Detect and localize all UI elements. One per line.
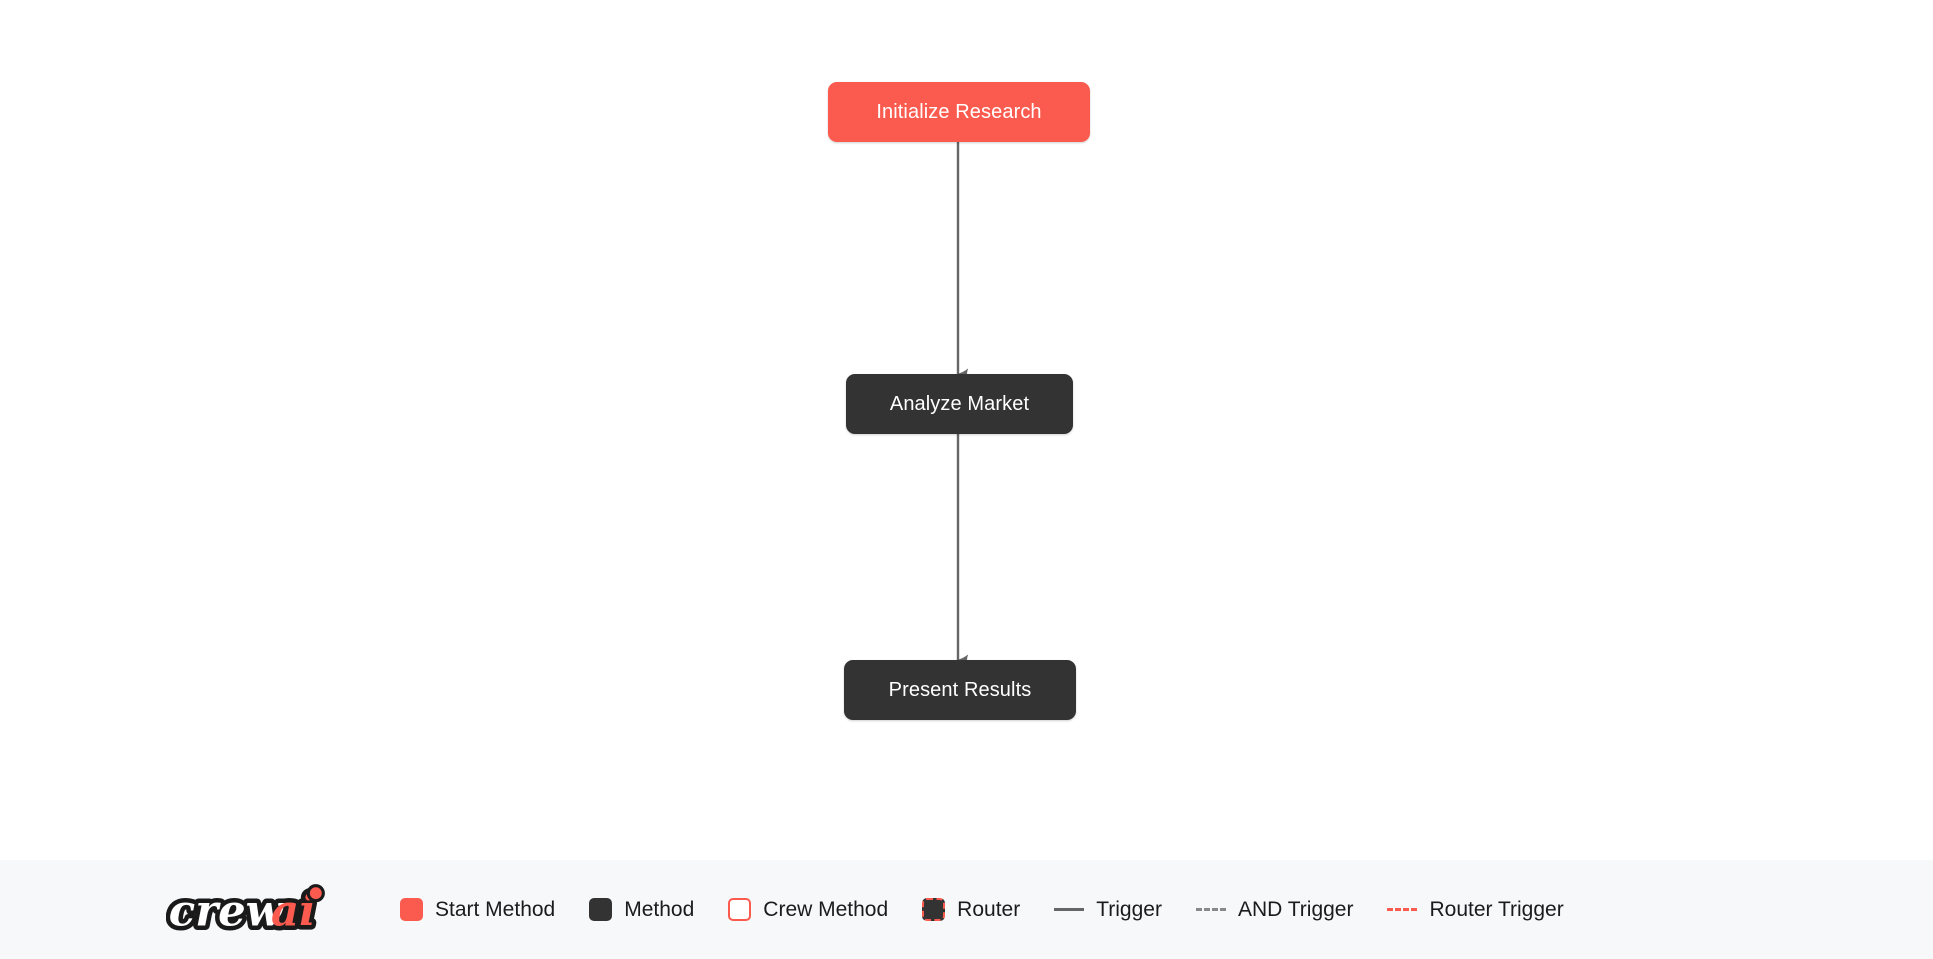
- legend-item-router: Router: [922, 898, 1020, 922]
- legend-item-router-trigger: Router Trigger: [1387, 897, 1564, 922]
- legend-line-router-trigger-icon: [1387, 908, 1418, 911]
- legend-item-start-method: Start Method: [400, 898, 555, 922]
- legend-label-trigger: Trigger: [1096, 897, 1162, 921]
- legend-inner: crew ai crew ai Start Method Method Crew M…: [0, 882, 1564, 938]
- flow-node-initialize-research[interactable]: Initialize Research: [828, 82, 1090, 142]
- crewai-logo: crew ai crew ai: [166, 882, 325, 938]
- flow-node-label: Initialize Research: [876, 101, 1042, 123]
- legend-items: Start Method Method Crew Method Router Trigg…: [400, 898, 1564, 922]
- legend-item-and-trigger: AND Trigger: [1195, 897, 1354, 922]
- legend-swatch-router-icon: [922, 898, 946, 921]
- legend-line-and-trigger-icon: [1195, 908, 1226, 911]
- logo-crew-text: crew: [169, 885, 285, 936]
- logo-crew-outline: crew: [169, 885, 285, 936]
- legend-swatch-method-icon: [589, 898, 613, 921]
- legend-footer: crew ai crew ai Start Method Method Crew M…: [0, 860, 1933, 959]
- legend-item-crew-method: Crew Method: [728, 898, 888, 922]
- flow-node-label: Present Results: [888, 679, 1032, 701]
- logo-dot: [309, 886, 322, 899]
- flow-node-label: Analyze Market: [889, 393, 1030, 415]
- legend-label-method: Method: [624, 897, 695, 921]
- legend-swatch-crew-method-icon: [728, 898, 752, 921]
- legend-label-crew-method: Crew Method: [763, 897, 889, 921]
- legend-item-trigger: Trigger: [1054, 898, 1162, 922]
- legend-label-start-method: Start Method: [435, 897, 556, 921]
- legend-label-router: Router: [957, 897, 1021, 921]
- legend-item-method: Method: [589, 898, 694, 922]
- legend-label-router-trigger: Router Trigger: [1429, 897, 1564, 921]
- flow-node-present-results[interactable]: Present Results: [844, 660, 1076, 720]
- legend-swatch-start-method-icon: [400, 898, 423, 921]
- flow-node-analyze-market[interactable]: Analyze Market: [846, 374, 1073, 434]
- legend-label-and-trigger: AND Trigger: [1237, 897, 1354, 921]
- legend-line-trigger-icon: [1054, 908, 1085, 911]
